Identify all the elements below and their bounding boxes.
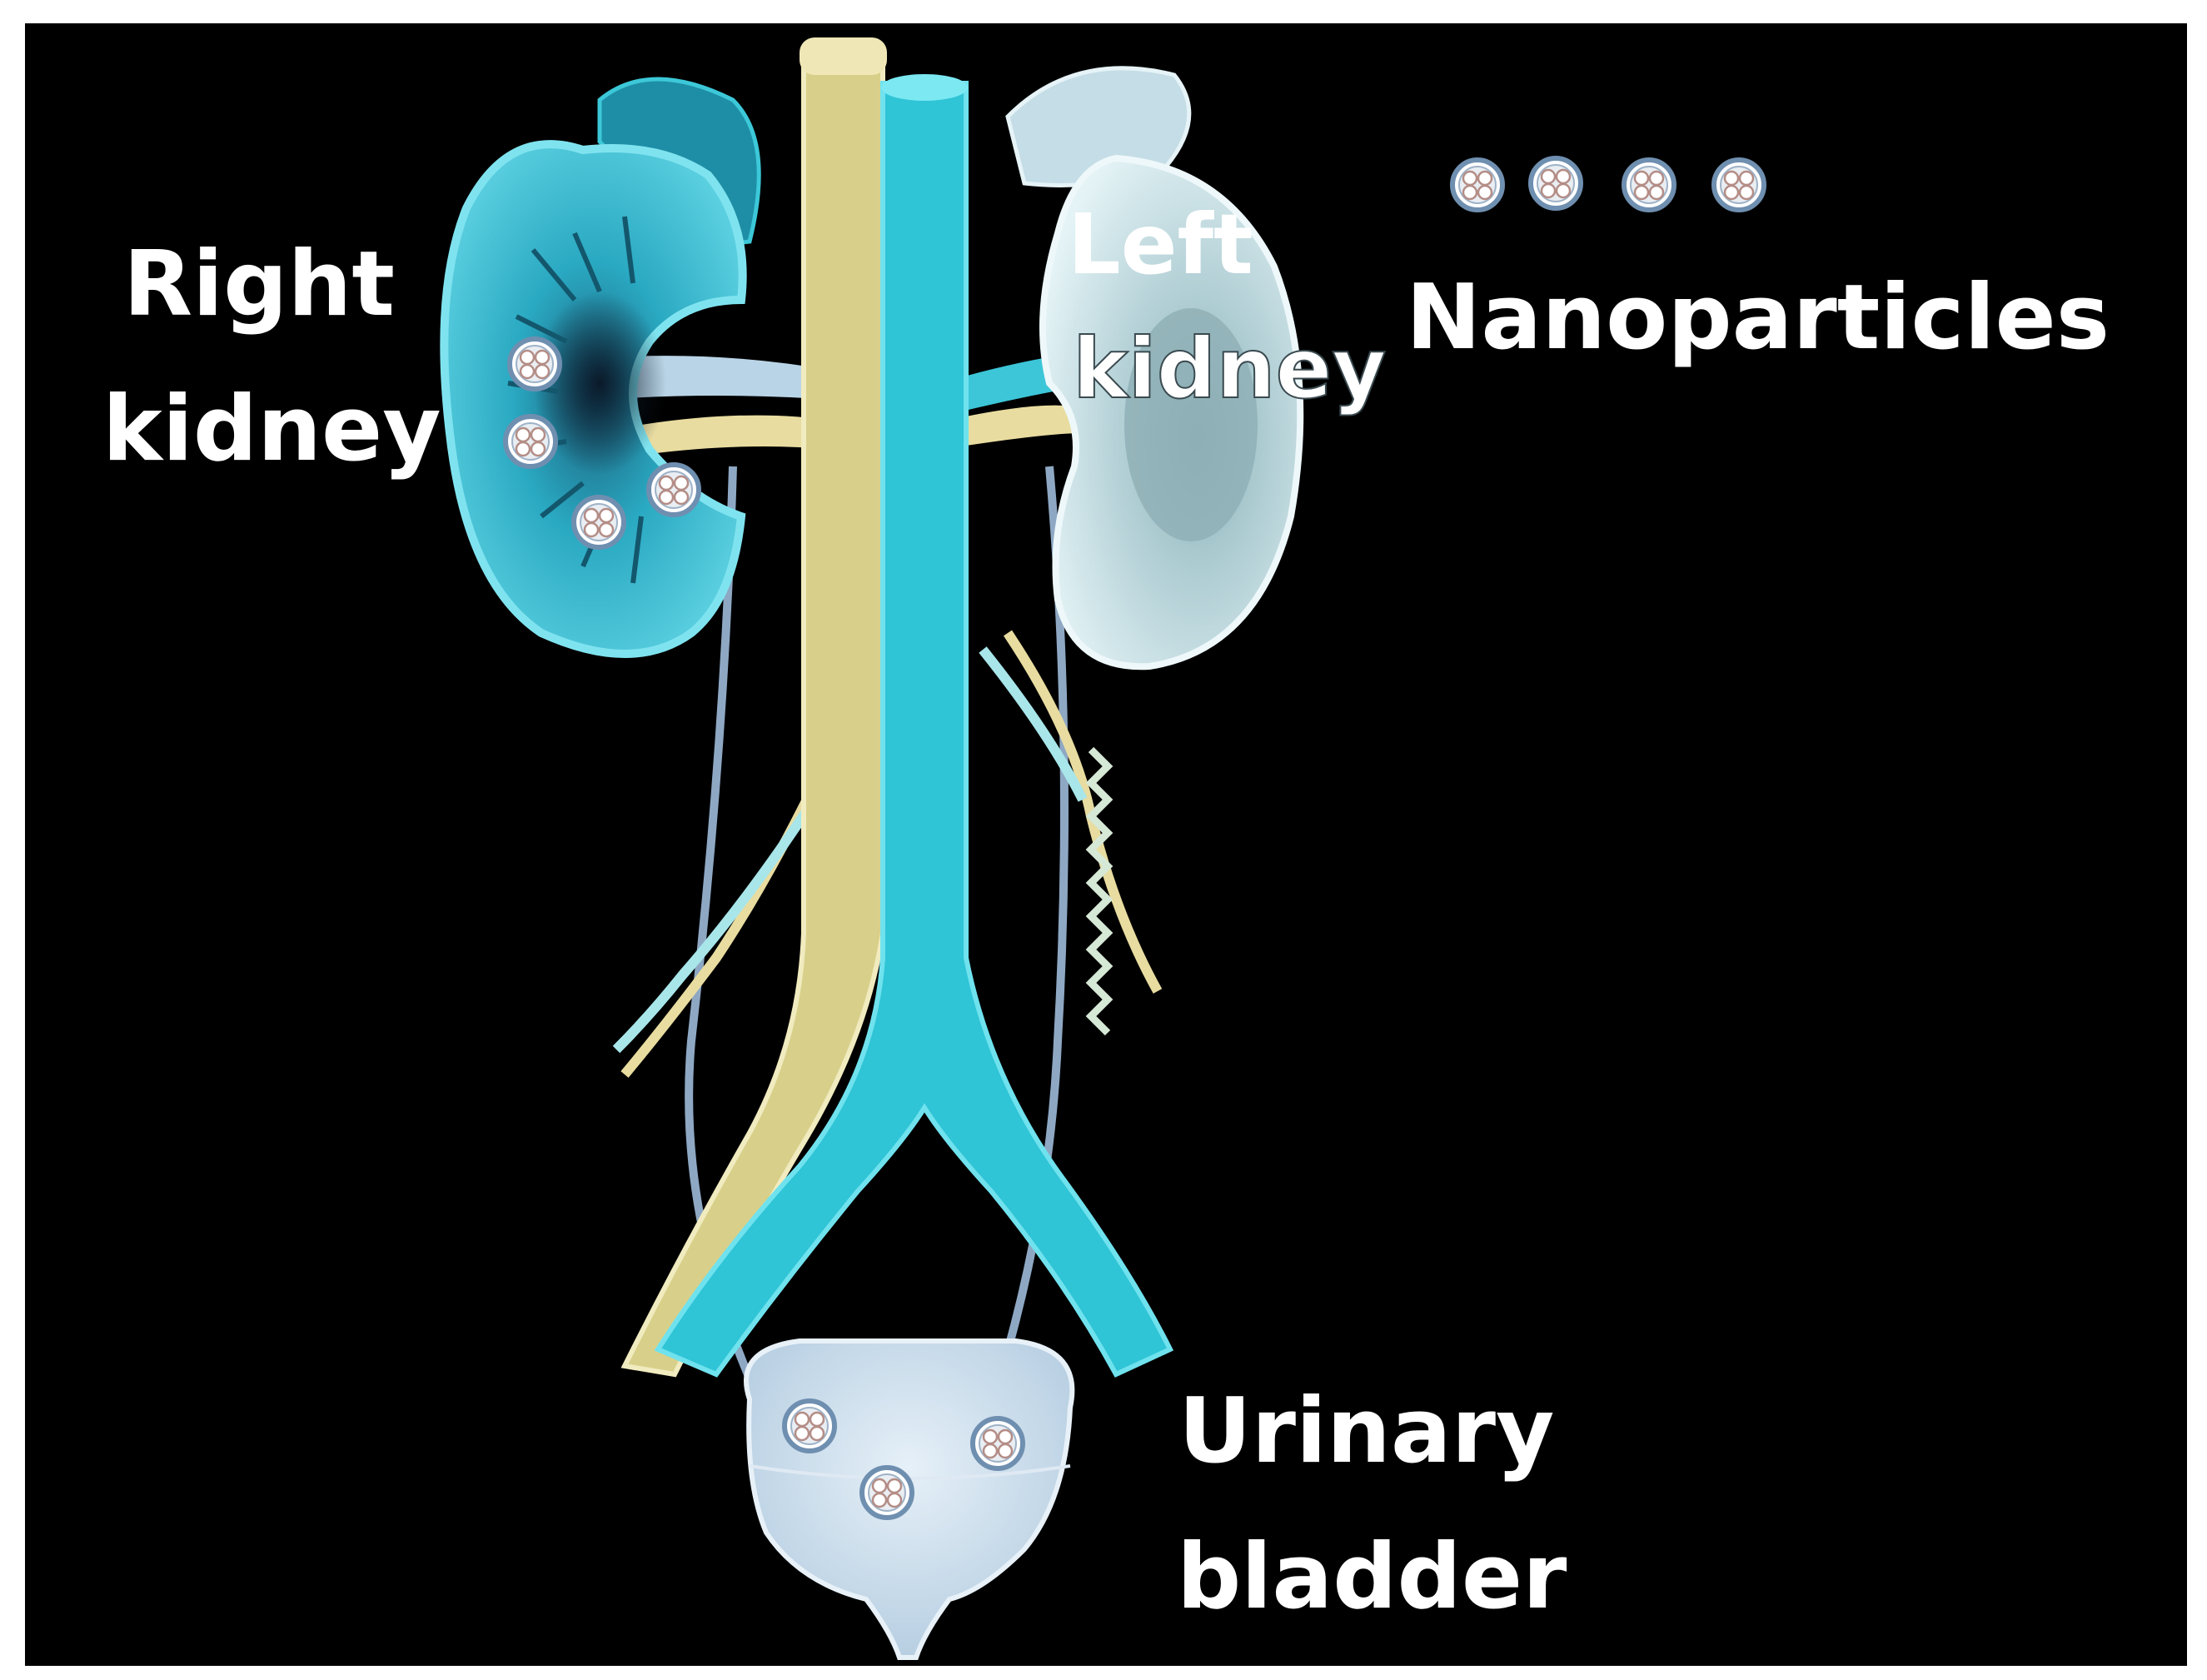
- nanoparticle-icon: [973, 1418, 1023, 1468]
- right-kidney-label-line1: Right: [123, 232, 395, 336]
- right-kidney: [440, 77, 761, 658]
- left-kidney-label-line2: kidney: [1073, 320, 1387, 417]
- nanoparticle-icon: [1714, 160, 1764, 210]
- left-kidney: [1005, 66, 1304, 671]
- nanoparticle-icon: [862, 1468, 912, 1518]
- nanoparticle-icon: [1531, 158, 1581, 208]
- nanoparticle-icon: [1624, 160, 1674, 210]
- urinary-bladder-label-line2: bladder: [1177, 1525, 1567, 1629]
- nanoparticle-icon: [574, 497, 624, 547]
- nanoparticle-icon: [1452, 160, 1502, 210]
- nanoparticle-icon: [506, 416, 555, 466]
- nanoparticle-icon: [510, 339, 560, 389]
- nanoparticle-icon: [649, 465, 699, 515]
- spermatic-coil: [1085, 746, 1113, 1036]
- left-kidney-label-line1: Left: [1068, 196, 1253, 293]
- nanoparticles-label: Nanoparticles: [1406, 266, 2110, 370]
- nanoparticle-icon: [785, 1401, 834, 1451]
- right-kidney-label-line2: kidney: [102, 377, 441, 481]
- urinary-bladder-label-line1: Urinary: [1178, 1379, 1554, 1483]
- vena-cava: [654, 74, 1174, 1378]
- aorta: [620, 37, 887, 1378]
